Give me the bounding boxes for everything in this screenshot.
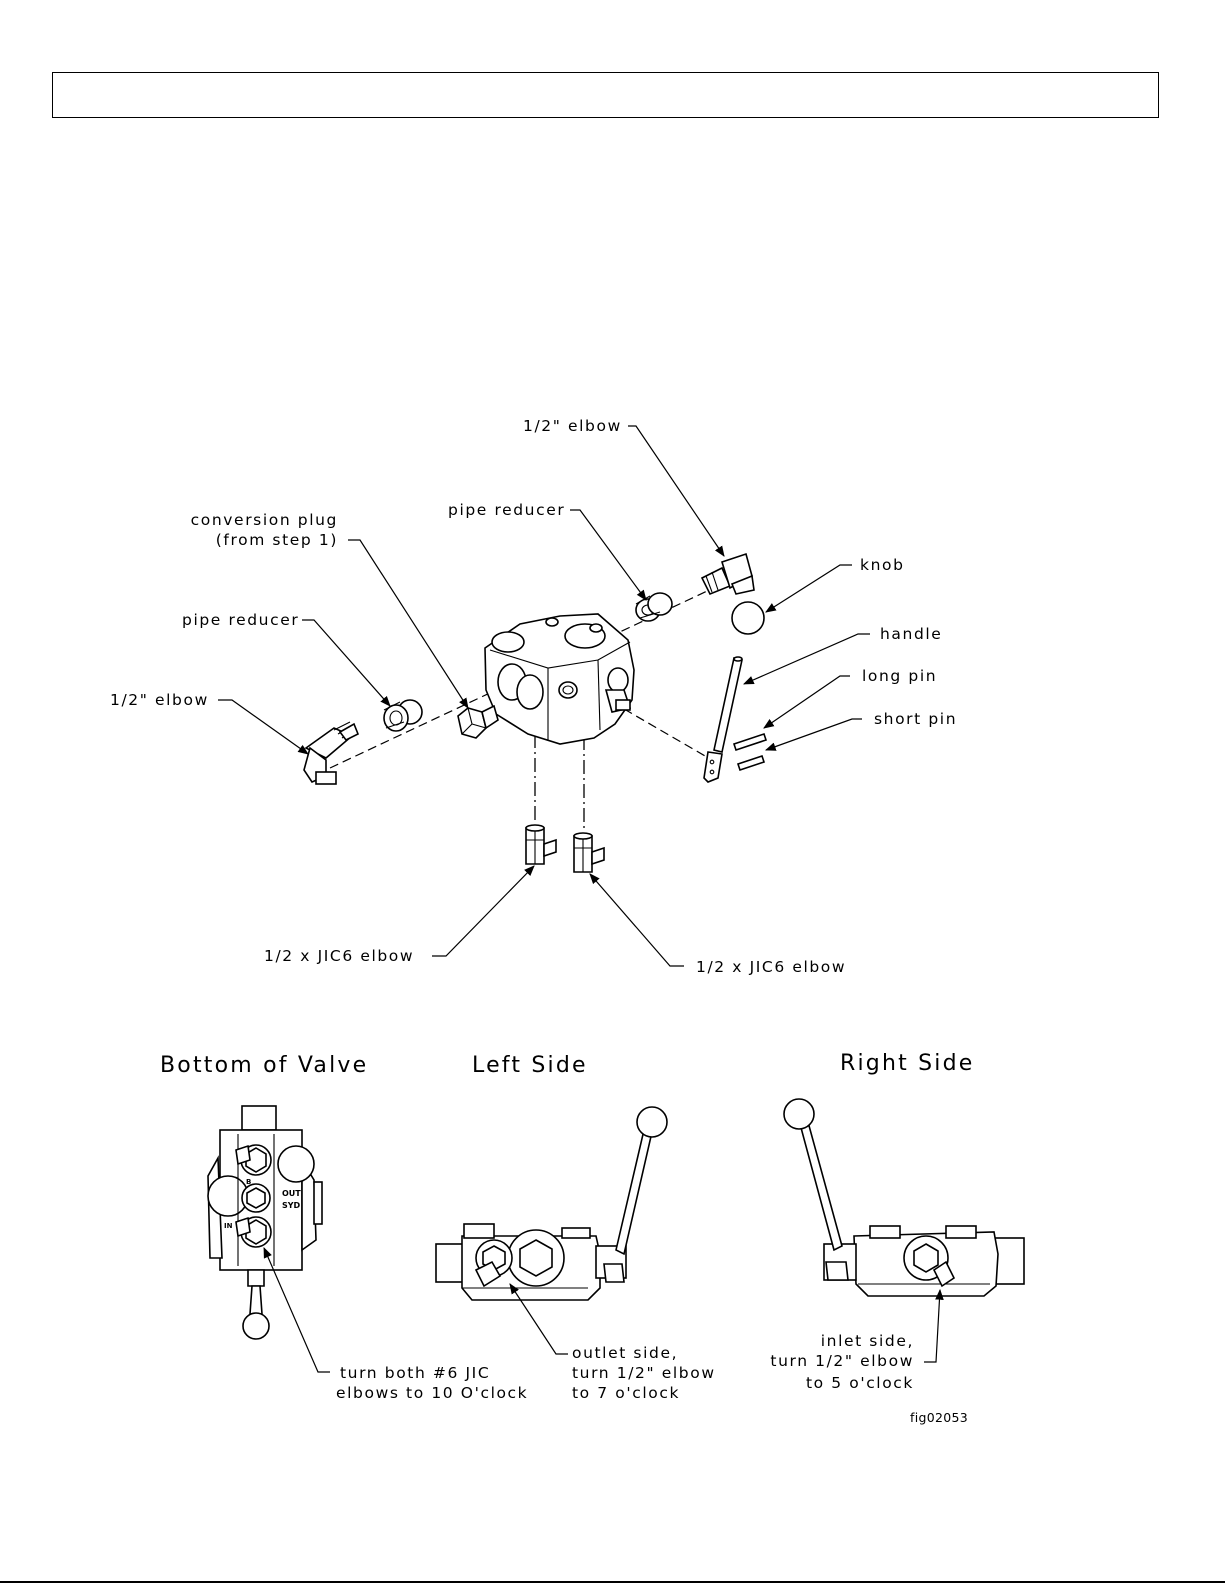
label-pipe-reducer-left: pipe reducer [182,611,299,629]
bottom-view-note-line2: elbows to 10 O'clock [336,1384,528,1402]
leader-pipe-reducer-top [570,509,647,601]
left-view-top-boss [463,1223,495,1239]
bottom-view-top-boss [241,1105,277,1131]
conversion-plug-part [457,704,499,739]
left-view-end-cap [435,1243,465,1283]
leader-jic-left [432,865,535,957]
bottom-view-mark-out: OUT [282,1189,301,1198]
right-view-top-boss [869,1225,901,1239]
bottom-view-handle-mount [247,1269,265,1287]
left-view-note-line3: to 7 o'clock [572,1384,680,1402]
bottom-view-jic-b-stem [235,1144,251,1166]
right-side-view-title: Right Side [840,1051,975,1076]
leader-left-view-note [509,1283,568,1355]
long-pin-part [732,732,768,752]
label-jic-elbow-right: 1/2 x JIC6 elbow [696,958,846,976]
pipe-reducer-left-part [383,699,423,732]
bottom-view-note-line1: turn both #6 JIC [340,1364,490,1382]
bottom-view-mark-syd: SYD [282,1201,301,1210]
right-view-note-line3: to 5 o'clock [806,1374,914,1392]
left-view-top-boss-2 [561,1227,591,1239]
bottom-view-right-port [277,1145,315,1183]
label-conversion-plug-line1: conversion plug [191,511,338,529]
right-view-elbow-outlet [932,1260,956,1288]
bottom-view-right-boss [313,1181,323,1225]
label-elbow-top: 1/2" elbow [523,417,622,435]
elbow-top-part [700,552,755,596]
pipe-reducer-top-part [635,592,673,622]
bottom-view-knob [242,1312,270,1340]
leader-elbow-left [218,699,309,755]
figure-id: fig02053 [910,1410,968,1425]
knob-part [731,601,765,635]
bottom-view-handle [249,1285,263,1315]
left-view-note-line1: outlet side, [572,1344,678,1362]
bottom-view-title: Bottom of Valve [160,1053,368,1078]
label-long-pin: long pin [862,667,937,685]
right-side-view: Right Side inlet side, turn 1/2" elbow t… [770,1051,1025,1425]
right-view-handle [799,1121,843,1252]
leader-long-pin [763,675,850,729]
label-knob: knob [860,556,905,574]
leader-handle [743,633,870,685]
bottom-view-center-plug [246,1187,266,1209]
left-view-handle [615,1129,653,1256]
jic-elbow-left-part [525,824,557,865]
leader-pipe-reducer-left [302,619,391,707]
handle-part [703,656,743,783]
leader-elbow-top [628,425,725,557]
label-pipe-reducer-top: pipe reducer [448,501,565,519]
left-view-elbow-outlet [474,1260,502,1288]
label-conversion-plug-line2: (from step 1) [216,531,338,549]
leader-jic-right [589,873,684,967]
elbow-left-part [303,721,360,785]
bottom-view-jic-in-stem [235,1216,251,1238]
right-view-top-boss-2 [945,1225,977,1239]
right-view-linkage [825,1261,849,1281]
jic-elbow-right-part [573,832,605,873]
bottom-view-mark-in: IN [224,1222,233,1230]
left-view-note-line2: turn 1/2" elbow [572,1364,716,1382]
bottom-view: Bottom of Valve B OUT SYD IN turn both #… [160,1053,528,1402]
leader-short-pin [764,718,862,751]
leader-bottom-view-note [263,1247,330,1373]
leader-knob [765,564,852,613]
left-view-knob [636,1106,668,1138]
right-view-note-line1: inlet side, [821,1332,914,1350]
right-view-elbow [913,1243,939,1273]
leader-right-view-note [924,1288,944,1363]
label-jic-elbow-left: 1/2 x JIC6 elbow [264,947,414,965]
left-side-view: Left Side outlet side, turn 1/2" elbow t… [435,1053,716,1402]
assembly-axis-handle [611,701,713,761]
label-short-pin: short pin [874,710,957,728]
label-handle: handle [880,625,942,643]
left-side-view-title: Left Side [472,1053,588,1078]
bottom-view-mark-b: B [246,1178,251,1186]
header-box [52,72,1159,118]
short-pin-part [736,754,766,772]
right-view-knob [783,1098,815,1130]
right-view-end-cap [993,1237,1025,1285]
leader-conversion-plug [348,539,469,709]
bottom-rule [0,1581,1225,1583]
left-view-linkage [603,1263,625,1283]
left-view-large-plug [519,1239,553,1277]
right-view-note-line2: turn 1/2" elbow [770,1352,914,1370]
label-elbow-left: 1/2" elbow [110,691,209,709]
exploded-view: 1/2" elbow pipe reducer conversion plug … [110,417,957,976]
valve-body [484,613,635,745]
